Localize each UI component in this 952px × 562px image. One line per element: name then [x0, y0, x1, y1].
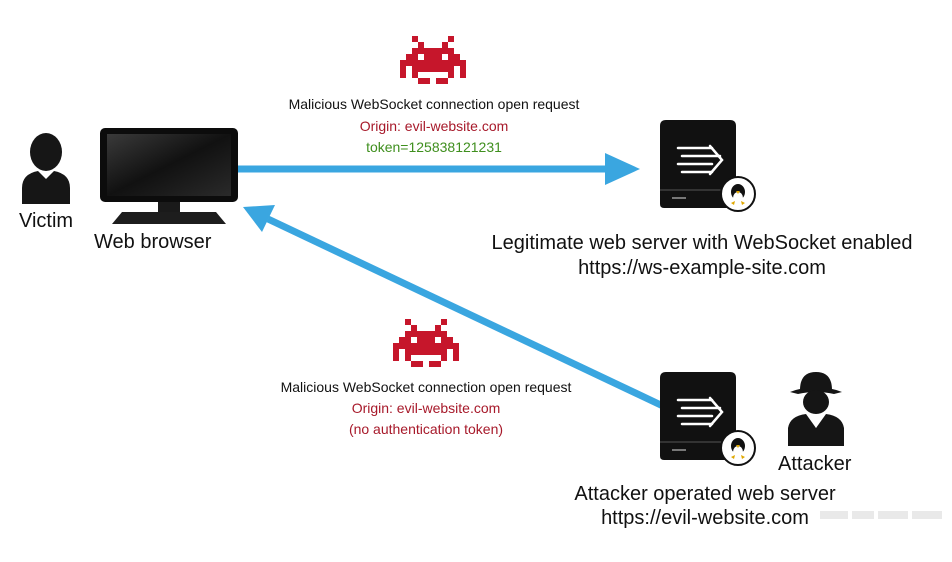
legit-server-url: https://ws-example-site.com	[578, 257, 826, 279]
top-request-title: Malicious WebSocket connection open requ…	[288, 96, 580, 112]
attacker-label: Attacker	[778, 453, 852, 475]
bottom-request-note: (no authentication token)	[348, 421, 504, 437]
web-browser-label: Web browser	[94, 231, 212, 253]
attacker-server-name: Attacker operated web server	[574, 483, 836, 505]
victim-label: Victim	[19, 210, 74, 232]
spy-icon	[788, 372, 844, 446]
linux-penguin-icon	[720, 176, 756, 212]
watermark	[820, 511, 942, 519]
arrow-to-legit-server	[232, 153, 640, 185]
space-invader-icon	[400, 36, 466, 84]
server-icon	[660, 120, 736, 208]
linux-penguin-icon	[720, 430, 756, 466]
space-invader-icon	[393, 319, 459, 367]
top-request-token: token=125838121231	[366, 139, 502, 155]
bottom-request-origin: Origin: evil-website.com	[351, 400, 501, 416]
top-request-origin: Origin: evil-website.com	[359, 118, 509, 134]
attacker-server-url: https://evil-website.com	[601, 507, 809, 529]
arrow-to-browser	[243, 205, 667, 411]
legit-server-name: Legitimate web server with WebSocket ena…	[491, 232, 913, 254]
bottom-request-title: Malicious WebSocket connection open requ…	[280, 379, 572, 395]
monitor-icon	[100, 128, 238, 224]
person-icon	[22, 133, 70, 204]
